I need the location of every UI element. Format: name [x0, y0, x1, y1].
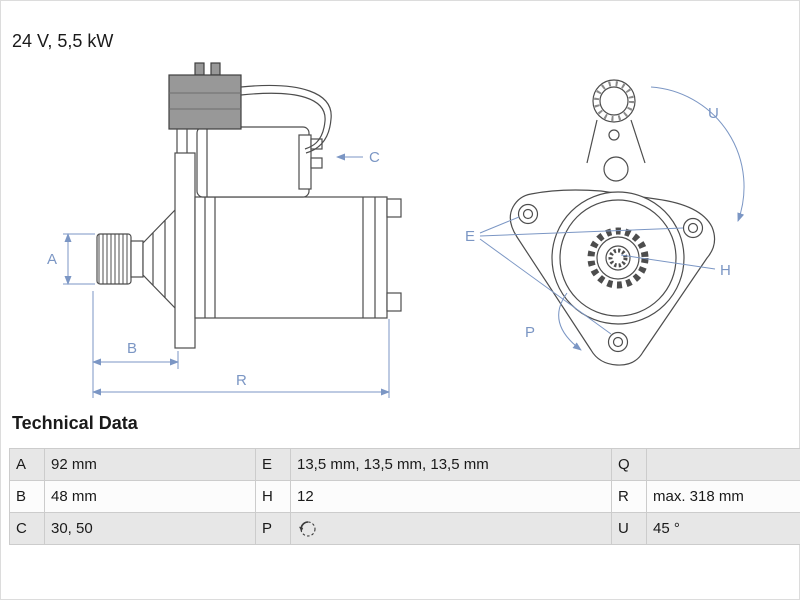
technical-data-table: A 92 mm E 13,5 mm, 13,5 mm, 13,5 mm Q B …	[9, 448, 800, 545]
table-row: A 92 mm E 13,5 mm, 13,5 mm, 13,5 mm Q	[9, 448, 800, 481]
tech-value-r: max. 318 mm	[646, 480, 800, 513]
wire-harness	[240, 84, 332, 154]
pinion-front	[587, 227, 649, 289]
dimension-label-b: B	[127, 340, 137, 357]
flange-neck	[586, 119, 646, 182]
flange-plate	[509, 189, 716, 366]
callout-H: H	[620, 254, 731, 279]
dimension-label-r: R	[236, 372, 247, 389]
tech-key-p: P	[255, 512, 291, 545]
tech-value-b: 48 mm	[44, 480, 256, 513]
tech-key-e: E	[255, 448, 291, 481]
dimension-label-a: A	[47, 251, 57, 268]
drive-housing	[142, 206, 178, 312]
tech-key-h: H	[255, 480, 291, 513]
mounting-flange	[174, 152, 196, 349]
relay-box	[168, 62, 242, 153]
callout-P: P	[525, 292, 582, 351]
dimension-label-e: E	[465, 228, 475, 245]
technical-drawing: A B R C	[47, 62, 745, 398]
bolt-holes	[517, 203, 704, 353]
tech-value-q	[646, 448, 800, 481]
top-bushing	[592, 79, 636, 123]
tech-key-u: U	[611, 512, 647, 545]
motor-body	[194, 196, 402, 319]
callout-E: E	[465, 216, 684, 335]
dimension-R: R	[92, 319, 390, 398]
table-row: B 48 mm H 12 R max. 318 mm	[9, 480, 800, 513]
dimension-label-h: H	[720, 262, 731, 279]
tech-value-h: 12	[290, 480, 612, 513]
tech-key-c: C	[9, 512, 45, 545]
dimension-label-c: C	[369, 149, 380, 166]
power-rating-label: 24 V, 5,5 kW	[12, 31, 114, 51]
callout-U: U	[650, 86, 745, 222]
tech-key-r: R	[611, 480, 647, 513]
tech-value-c: 30, 50	[44, 512, 256, 545]
dimension-label-u: U	[708, 105, 719, 122]
pinion-gear	[96, 233, 144, 285]
dimension-B: B	[92, 291, 179, 398]
dimension-label-p: P	[525, 324, 535, 341]
tech-value-a: 92 mm	[44, 448, 256, 481]
tech-value-u: 45 °	[646, 512, 800, 545]
motor-barrel	[551, 191, 685, 325]
dimension-A: A	[47, 233, 95, 285]
tech-value-p	[290, 512, 612, 545]
table-row: C 30, 50 P U 45 °	[9, 512, 800, 545]
technical-data-title: Technical Data	[12, 413, 138, 433]
tech-key-b: B	[9, 480, 45, 513]
starter-front-view: E H P U	[465, 79, 745, 366]
solenoid	[196, 126, 323, 198]
tech-value-e: 13,5 mm, 13,5 mm, 13,5 mm	[290, 448, 612, 481]
tech-key-a: A	[9, 448, 45, 481]
callout-C: C	[336, 149, 380, 166]
starter-side-view: A B R C	[47, 62, 402, 398]
tech-key-q: Q	[611, 448, 647, 481]
rotation-ccw-icon	[299, 520, 316, 537]
